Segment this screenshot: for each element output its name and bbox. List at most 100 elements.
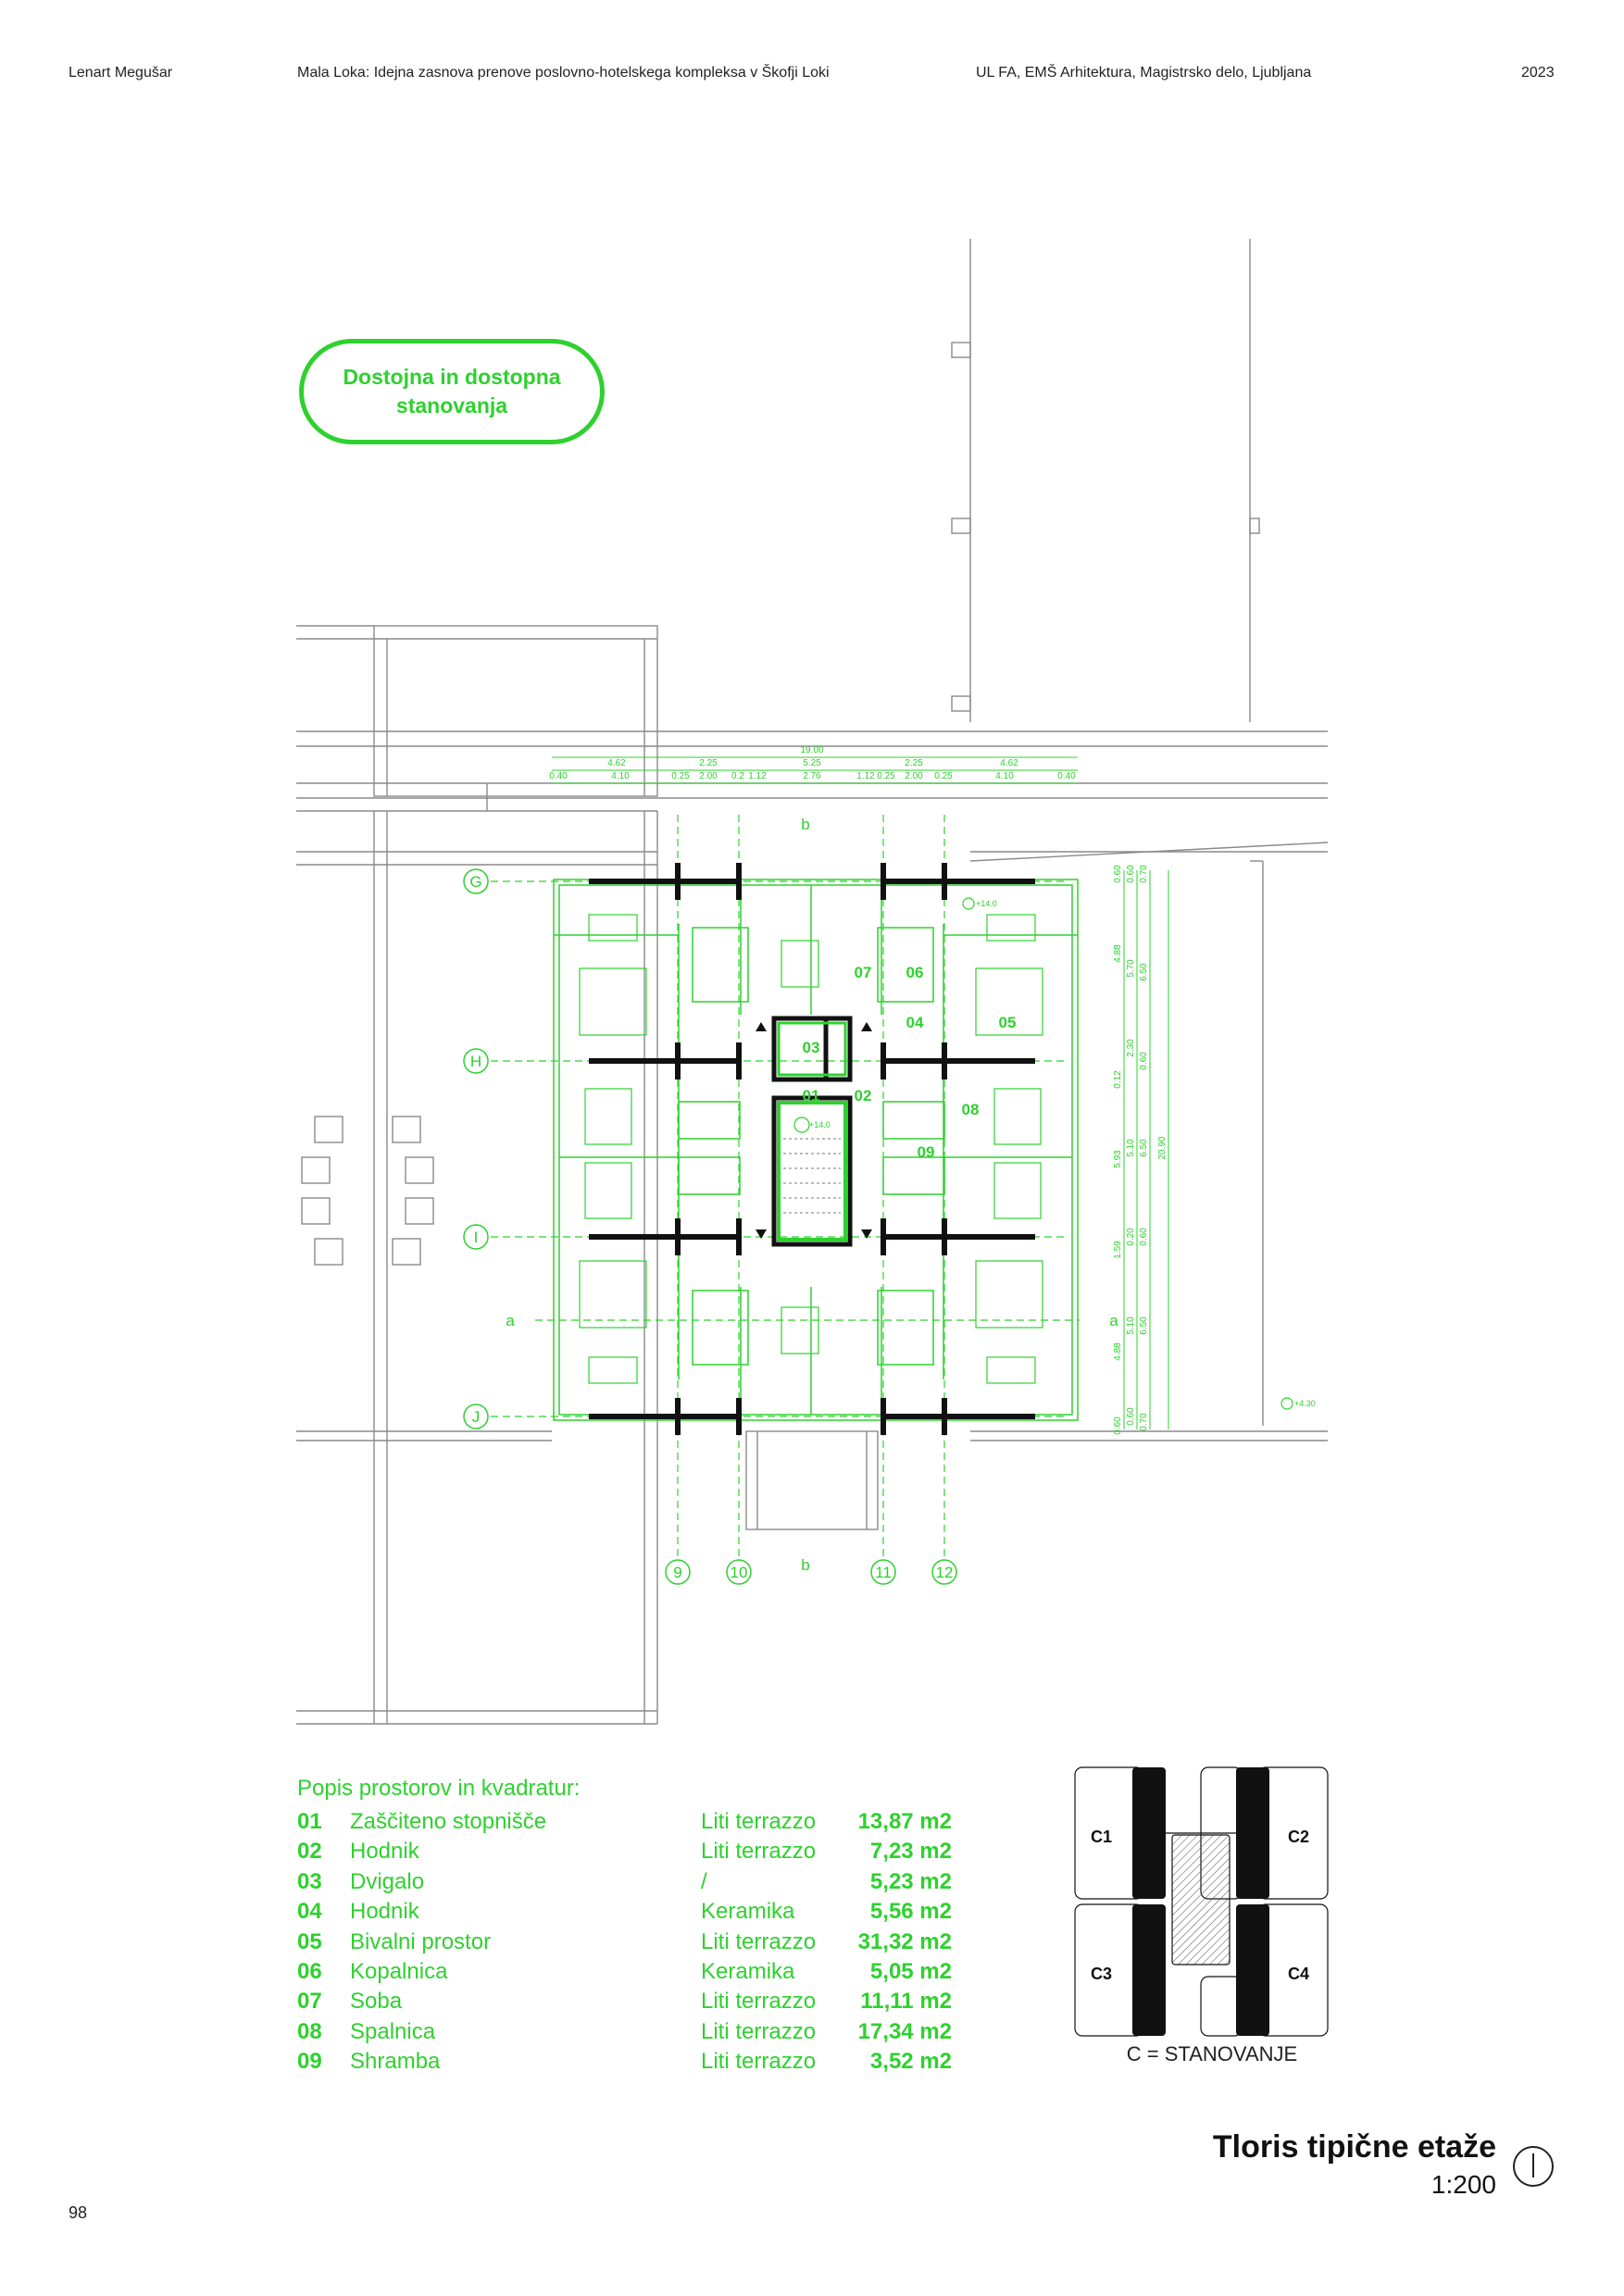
room-name: Spalnica [350,2018,436,2044]
room-tag-09: 09 [918,1143,935,1161]
dim-right-c2-2: 5.70 [1126,959,1136,978]
dim-top-r3-13: 0.40 [1057,771,1076,781]
room-tag-04: 04 [906,1014,924,1031]
room-tag-07: 07 [855,964,872,981]
dim-top-r3-5: 0.2 [731,771,744,781]
furniture [579,897,1293,1410]
dim-top-r2-3: 5.25 [803,758,821,768]
dim-right-c2-7: 0.60 [1126,1407,1136,1426]
dim-top-r3-10: 2.00 [905,771,923,781]
dim-right-c3-7: 0.70 [1139,1413,1149,1431]
axis-label-9: 9 [673,1564,681,1581]
room-name: Bivalni prostor [350,1928,492,1954]
legend-caption: C = STANOVANJE [1126,2042,1298,2065]
room-area: 5,56 m2 [869,1899,952,1925]
room-number: 05 [297,1928,322,1954]
dim-right-c3-4: 6.50 [1139,1139,1149,1157]
dim-right-c1-6: 4.88 [1113,1342,1123,1361]
axis-bubble-I [463,1224,489,1250]
dim-right-c3-5: 0.60 [1139,1228,1149,1246]
axis-label-J: J [472,1408,481,1426]
dim-right-c2-3: 2.30 [1126,1039,1136,1057]
axis-label-11: 11 [875,1564,892,1581]
dim-top-r3-2: 4.10 [611,771,630,781]
room-material: Liti terrazzo [701,1839,817,1865]
room-area: 11,11 m2 [860,1989,952,2015]
dim-right-c1-2: 4.88 [1113,944,1123,963]
room-material: Keramika [701,1899,795,1925]
header-institution: UL FA, EMŠ Arhitektura, Magistrsko delo,… [976,65,1312,81]
dim-top-r2-5: 4.62 [1000,758,1018,768]
dim-right-c2-5: 0.20 [1126,1228,1136,1246]
dim-top-r2-2: 2.25 [699,758,718,768]
room-area: 7,23 m2 [869,1839,952,1865]
badge-line-1: Dostojna in dostopna [343,365,561,389]
header-year: 2023 [1521,65,1555,81]
room-area: 31,32 m2 [857,1928,952,1954]
room-area: 3,52 m2 [869,2049,952,2075]
dim-top-r3-3: 0.25 [671,771,690,781]
axis-bubble-12 [931,1559,957,1585]
dim-right-c2-6: 5.10 [1126,1316,1136,1335]
legend-label-c2: C2 [1288,1828,1309,1846]
drawing-scale: 1:200 [1430,2170,1496,2199]
room-name: Shramba [350,2049,441,2075]
dim-right-c2-4: 5.10 [1126,1139,1136,1157]
core [771,1016,853,1247]
north-arrow-icon [1513,2146,1554,2187]
legend-label-c1: C1 [1091,1828,1112,1846]
dim-top-r3-9: 0.25 [877,771,895,781]
room-number: 04 [297,1899,322,1925]
room-material: Liti terrazzo [701,1809,817,1834]
dim-right-c1-4: 5.93 [1113,1150,1123,1168]
axis-label-H: H [470,1053,481,1070]
room-number: 07 [297,1989,322,2015]
housing-badge: Dostojna in dostopna stanovanja [299,339,605,444]
axis-bubble-J [463,1404,489,1429]
room-area: 13,87 m2 [857,1809,952,1834]
room-tag-03: 03 [803,1039,820,1056]
dim-top-r3-8: 1.12 [856,771,875,781]
legend-label-c3: C3 [1091,1965,1112,1983]
room-name: Hodnik [350,1899,419,1925]
room-tag-02: 02 [855,1087,872,1104]
room-name: Soba [350,1989,403,2015]
level-marker-2: +14.0 [809,1120,831,1129]
legend-label-c4: C4 [1288,1965,1309,1983]
header-author: Lenart Megušar [69,65,173,81]
room-area: 5,05 m2 [869,1959,952,1984]
dim-right-c4-1: 20.90 [1157,1136,1168,1159]
axis-bubble-11 [870,1559,896,1585]
dim-right-c1-1: 0.60 [1113,865,1123,883]
grid-axes [491,815,1080,1561]
room-tag-05: 05 [999,1014,1017,1031]
level-marker-3: +4.30 [1294,1399,1316,1408]
room-number: 09 [297,2049,322,2075]
dim-right-c3-1: 0.70 [1139,865,1149,883]
axis-label-12: 12 [936,1564,954,1581]
dim-top-r2-1: 4.62 [607,758,626,768]
room-tag-06: 06 [906,964,924,981]
room-area: 5,23 m2 [869,1868,952,1894]
dim-right-c1-3: 0.12 [1113,1070,1123,1089]
room-material: Liti terrazzo [701,1928,817,1954]
dim-right-c1-7: 0.60 [1113,1416,1123,1435]
dim-right-c2-1: 0.60 [1126,865,1136,883]
structural-walls [589,863,1035,1435]
axis-label-10: 10 [731,1564,748,1581]
axis-label-G: G [469,873,481,891]
plan-walls [553,879,1079,1421]
dim-top-r3-4: 2.00 [699,771,718,781]
axis-bubble-10 [726,1559,752,1585]
room-material: Liti terrazzo [701,2018,817,2044]
room-name: Dvigalo [350,1868,425,1894]
dim-top-r3-1: 0.40 [549,771,568,781]
axis-label-I: I [474,1229,479,1246]
room-material: Liti terrazzo [701,2049,817,2075]
room-name: Hodnik [350,1839,419,1865]
dim-top-r3-6: 1.12 [748,771,767,781]
dim-top-total: 19.00 [800,745,823,755]
axis-bubble-G [463,868,489,894]
rooms-list-title: Popis prostorov in kvadratur: [297,1776,581,1801]
